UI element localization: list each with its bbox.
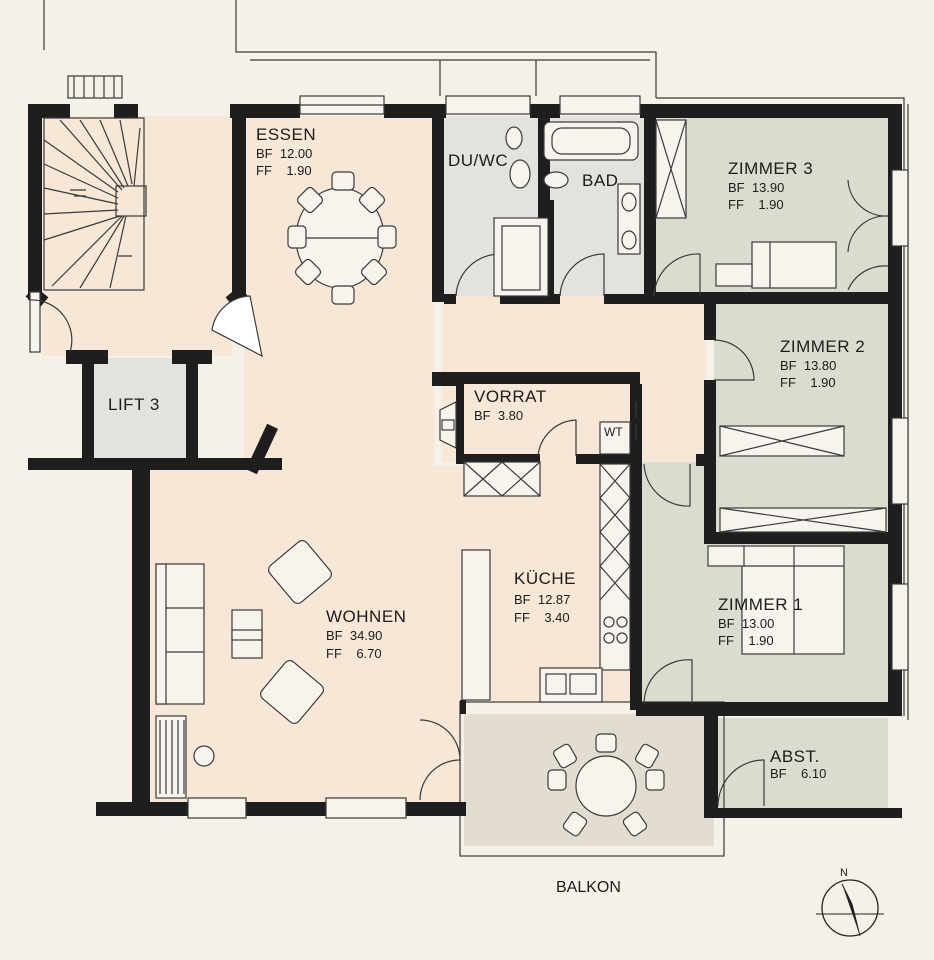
abst-bf: BF 6.10 (770, 766, 826, 781)
kueche-ff: FF 3.40 (514, 610, 570, 625)
balkon-name: BALKON (556, 879, 621, 896)
furniture (155, 119, 887, 837)
lift-name: LIFT 3 (108, 395, 160, 414)
wt-label: WT (604, 425, 623, 439)
zimmer1-name: ZIMMER 1 (718, 595, 803, 614)
staircase (43, 117, 147, 291)
zimmer2-bf: BF 13.80 (780, 358, 836, 373)
north-compass: N (816, 867, 884, 937)
wohnen-ff: FF 6.70 (326, 646, 382, 661)
zimmer1-ff: FF 1.90 (718, 633, 774, 648)
doors (29, 179, 889, 807)
room-labels: ESSEN BF 12.00 FF 1.90 DU/WC BAD ZIMMER … (108, 125, 865, 896)
zimmer2-name: ZIMMER 2 (780, 337, 865, 356)
zimmer3-name: ZIMMER 3 (728, 159, 813, 178)
zimmer3-ff: FF 1.90 (728, 197, 784, 212)
kueche-name: KÜCHE (514, 569, 576, 588)
zimmer3-bf: BF 13.90 (728, 180, 784, 195)
vorrat-name: VORRAT (474, 387, 547, 406)
bad-name: BAD (582, 171, 618, 190)
duwc-name: DU/WC (448, 151, 508, 170)
essen-ff: FF 1.90 (256, 163, 312, 178)
windows (29, 95, 909, 819)
essen-bf: BF 12.00 (256, 146, 312, 161)
compass-north-label: N (840, 867, 848, 879)
balkon-table (575, 755, 637, 817)
kueche-bf: BF 12.87 (514, 592, 570, 607)
zimmer1-bf: BF 13.00 (718, 616, 774, 631)
zimmer2-ff: FF 1.90 (780, 375, 836, 390)
wohnen-bf: BF 34.90 (326, 628, 382, 643)
lift-floor (90, 358, 188, 458)
wohnen-name: WOHNEN (326, 607, 406, 626)
abst-name: ABST. (770, 747, 820, 766)
essen-name: ESSEN (256, 125, 316, 144)
vorrat-bf: BF 3.80 (474, 408, 523, 423)
